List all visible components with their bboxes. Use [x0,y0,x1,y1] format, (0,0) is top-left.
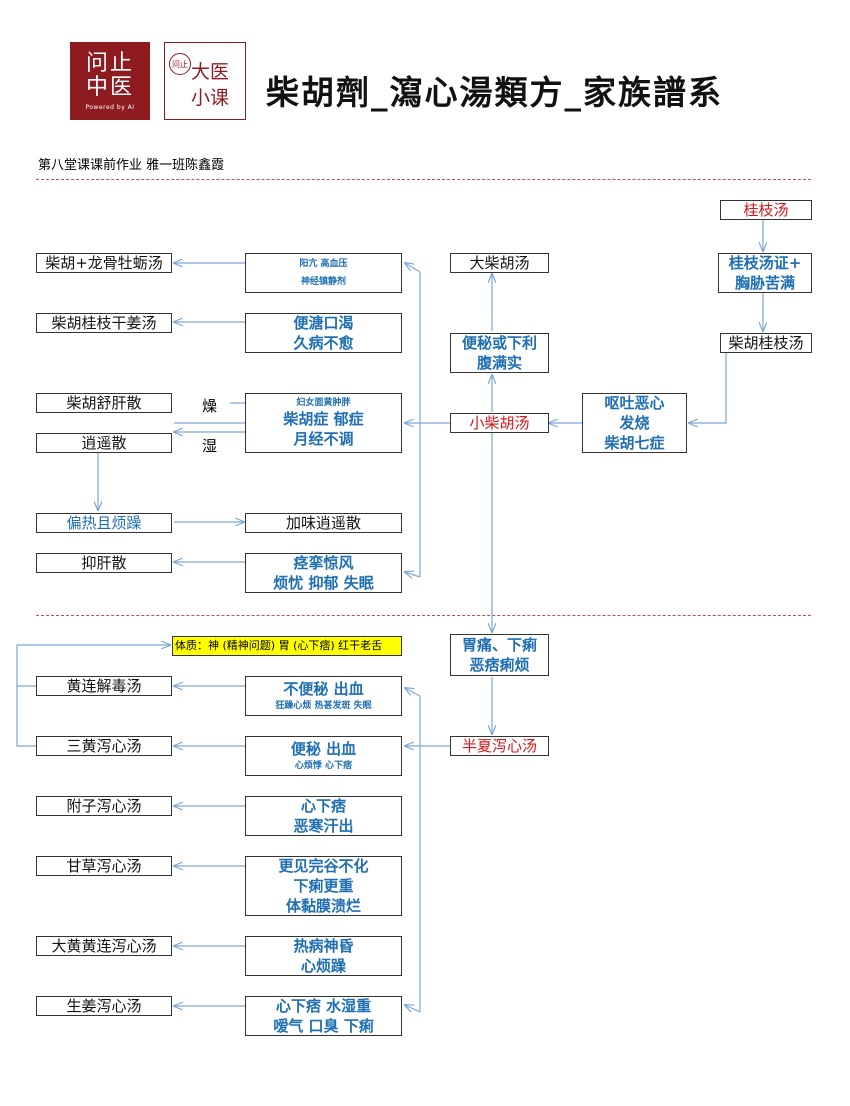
xiao-chaihu-tang-label: 小柴胡汤 [469,414,530,432]
symptom-line: 月经不调 [293,430,354,448]
banxia-xiexin-tang-label: 半夏泻心汤 [461,737,537,755]
guizhi-tang-label: 桂枝汤 [743,201,789,219]
da-chaihu-tang-label: 大柴胡汤 [469,254,530,272]
symptom-box: 便溏口渴 久病不愈 [245,313,402,353]
symptom-line: 腹满实 [476,354,522,372]
symptom-box: 便秘 出血 心烦悸 心下痞 [245,736,402,776]
logo-text-line2: 小课 [191,87,230,109]
formula-label: 大黄黄连泻心汤 [51,937,157,955]
symptom-line: 恶痞痢烦 [469,656,530,674]
symptom-line: 痉挛惊风 [293,554,354,572]
symptom-box: 更见完谷不化 下痢更重 体黏膜溃烂 [245,856,402,916]
symptom-line: 烦忧 抑郁 失眠 [273,574,374,592]
formula-box: 附子泻心汤 [36,796,172,816]
symptom-line: 柴胡七症 [604,434,665,452]
symptom-line: 心烦躁 [300,957,346,975]
label-damp: 湿 [202,437,218,455]
symptom-box: 阳亢 高血压 神经镇静剂 [245,253,402,293]
symptom-line: 不便秘 出血 [283,680,364,698]
page-title: 柴胡劑_瀉心湯類方_家族譜系 [266,73,723,112]
symptom-box: 热病神昏 心烦躁 [245,936,402,976]
guizhi-tang-box: 桂枝汤 [720,200,812,220]
formula-label: 生姜泻心汤 [66,997,142,1015]
symptom-line: 桂枝汤证+ [728,254,802,272]
divider-middle [36,615,811,616]
symptom-box: 不便秘 出血 狂躁心烦 热甚发斑 失眠 [245,676,402,716]
logo-text-line1: 问止 [85,50,134,76]
symptom-line: 心下痞 水湿重 [275,997,372,1015]
logo-text-line2: 中医 [85,74,134,100]
label-dry: 燥 [202,397,218,415]
symptom-box: 痉挛惊风 烦忧 抑郁 失眠 [245,553,402,593]
formula-label: 抑肝散 [81,554,127,572]
symptom-line: 发烧 [619,414,650,432]
condition-box: 偏热且烦躁 [36,513,172,533]
formula-box: 甘草泻心汤 [36,856,172,876]
banxia-symptom-box: 胃痛、下痢 恶痞痢烦 [450,634,549,676]
formula-label: 黄连解毒汤 [66,677,142,695]
symptom-line: 胃痛、下痢 [461,636,537,654]
formula-label: 加味逍遥散 [285,514,361,532]
formula-box: 抑肝散 [36,553,172,573]
wenzhi-logo: 问止 中医 Powered by AI [70,42,150,120]
symptom-box: 妇女面黄肿胖 柴胡症 郁症 月经不调 [245,393,402,453]
symptom-box: 心下痞 水湿重 嗳气 口臭 下痢 [245,996,402,1036]
page-subtitle: 第八堂课课前作业 雅一班陈鑫霞 [38,158,225,173]
formula-box: 柴胡桂枝干姜汤 [36,313,172,333]
logo-text-line1: 大医 [191,61,230,83]
logo-tagline: Powered by AI [85,103,135,111]
formula-box: 逍遥散 [36,433,172,453]
symptom-line: 体黏膜溃烂 [285,897,361,915]
divider-top [36,179,811,180]
formula-label: 柴胡+龙骨牡蛎汤 [45,254,163,272]
formula-box: 生姜泻心汤 [36,996,172,1016]
chaihu-guizhi-tang-label: 柴胡桂枝汤 [728,334,804,352]
formula-label: 三黄泻心汤 [66,737,142,755]
symptom-line: 更见完谷不化 [278,857,369,875]
logo-seal: 问止 [169,53,191,75]
formula-label: 柴胡舒肝散 [66,394,142,412]
symptom-line: 呕吐恶心 [604,394,665,412]
formula-box: 黄连解毒汤 [36,676,172,696]
formula-label: 甘草泻心汤 [66,857,142,875]
formula-box: 柴胡+龙骨牡蛎汤 [36,253,172,273]
xiao-chaihu-tang-box: 小柴胡汤 [450,413,549,433]
symptom-line: 下痢更重 [293,877,354,895]
formula-box: 三黄泻心汤 [36,736,172,756]
symptom-line: 狂躁心烦 热甚发斑 失眠 [275,701,372,711]
banxia-xiexin-tang-box: 半夏泻心汤 [450,736,549,756]
symptom-line: 热病神昏 [293,937,354,955]
symptom-box: 心下痞 恶寒汗出 [245,796,402,836]
formula-box: 大黄黄连泻心汤 [36,936,172,956]
dayi-xiaoke-logo: 问止 大医 小课 [164,42,246,120]
symptom-line: 柴胡症 郁症 [283,410,364,428]
note-text: 体质：神 (精神问题) 胃 (心下痞) 红干老舌 [175,639,383,652]
symptom-line: 便秘 出血 [290,740,357,758]
formula-label: 柴胡桂枝干姜汤 [51,314,157,332]
guizhi-symptom-box: 桂枝汤证+ 胸胁苦满 [718,253,812,293]
da-chaihu-tang-box: 大柴胡汤 [450,253,549,273]
formula-label: 逍遥散 [81,434,127,452]
symptom-line: 嗳气 口臭 下痢 [273,1017,374,1035]
chaihu-guizhi-tang-box: 柴胡桂枝汤 [720,333,812,353]
da-chaihu-symptom-box: 便秘或下利 腹满实 [450,333,549,373]
formula-box: 柴胡舒肝散 [36,393,172,413]
symptom-line: 恶寒汗出 [293,817,354,835]
symptom-line: 便秘或下利 [461,334,537,352]
symptom-line: 便溏口渴 [293,314,354,332]
symptom-line: 久病不愈 [293,334,354,352]
symptom-line: 心烦悸 心下痞 [294,761,353,771]
formula-box: 加味逍遥散 [245,513,402,533]
symptom-line: 阳亢 高血压 [299,259,348,269]
symptom-line: 心下痞 [300,797,346,815]
constitution-note: 体质：神 (精神问题) 胃 (心下痞) 红干老舌 [172,636,402,656]
symptom-line: 胸胁苦满 [734,274,795,292]
symptom-line: 神经镇静剂 [300,277,346,287]
symptom-line: 妇女面黄肿胖 [296,398,351,408]
formula-label: 附子泻心汤 [66,797,142,815]
condition-label: 偏热且烦躁 [66,514,142,532]
xiao-chaihu-symptom-box: 呕吐恶心 发烧 柴胡七症 [582,393,687,453]
